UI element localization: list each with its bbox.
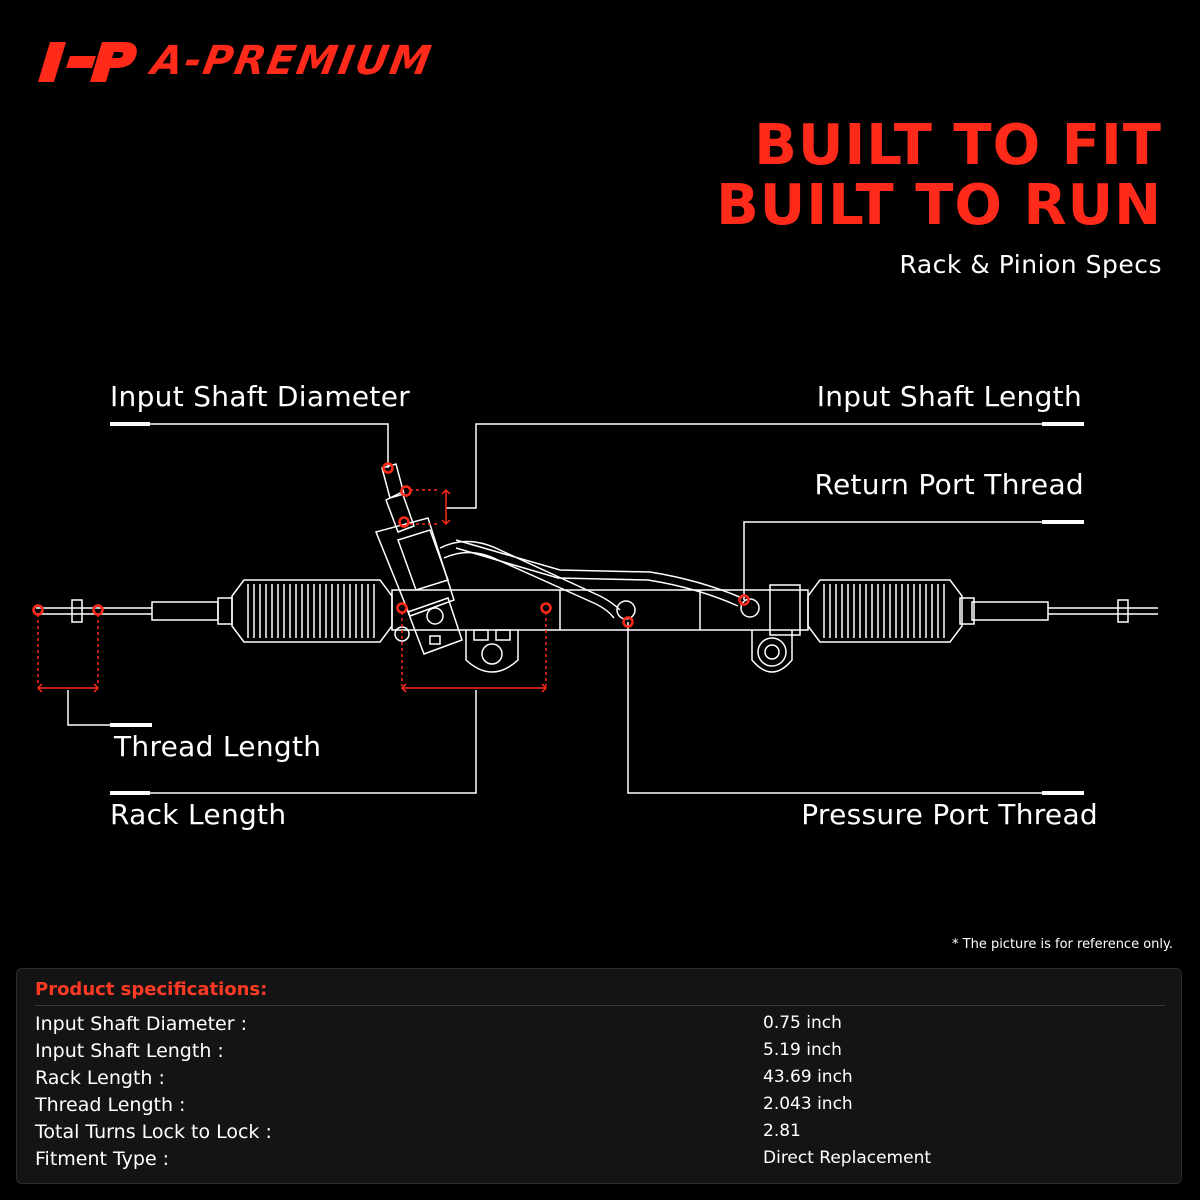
spec-row: Thread Length : 2.043 inch [35,1094,1165,1121]
callout-input-shaft-diameter: Input Shaft Diameter [110,380,411,413]
product-specifications-panel: Product specifications: Input Shaft Diam… [16,968,1182,1184]
callout-input-shaft-length: Input Shaft Length [816,380,1082,413]
spec-row: Fitment Type : Direct Replacement [35,1148,1165,1175]
spec-row: Total Turns Lock to Lock : 2.81 [35,1121,1165,1148]
callout-thread-length: Thread Length [114,730,322,763]
spec-label: Input Shaft Length : [35,1040,224,1062]
headline-line-2: BUILT TO RUN [716,173,1162,238]
page-headline: BUILT TO FIT BUILT TO RUN [716,116,1162,236]
spec-value: 2.81 [763,1121,801,1141]
spec-row: Rack Length : 43.69 inch [35,1067,1165,1094]
reference-disclaimer: * The picture is for reference only. [952,937,1173,952]
a-premium-logo-icon [38,42,137,82]
spec-value: 43.69 inch [763,1067,853,1087]
spec-row: Input Shaft Length : 5.19 inch [35,1040,1165,1067]
spec-value: 2.043 inch [763,1094,853,1114]
callout-rack-length: Rack Length [110,798,287,831]
specs-title: Product specifications: [35,979,268,1000]
page-subheadline: Rack & Pinion Specs [899,250,1162,279]
spec-row: Input Shaft Diameter : 0.75 inch [35,1013,1165,1040]
spec-label: Thread Length : [35,1094,186,1116]
spec-label: Input Shaft Diameter : [35,1013,247,1035]
spec-label: Fitment Type : [35,1148,170,1170]
spec-value: 5.19 inch [763,1040,842,1060]
callout-return-port-thread: Return Port Thread [814,468,1084,501]
headline-line-1: BUILT TO FIT [754,113,1162,178]
specs-divider [35,1005,1165,1006]
spec-label: Total Turns Lock to Lock : [35,1121,272,1143]
spec-value: 0.75 inch [763,1013,842,1033]
spec-value: Direct Replacement [763,1148,932,1168]
spec-label: Rack Length : [35,1067,165,1089]
callout-pressure-port-thread: Pressure Port Thread [801,798,1098,831]
